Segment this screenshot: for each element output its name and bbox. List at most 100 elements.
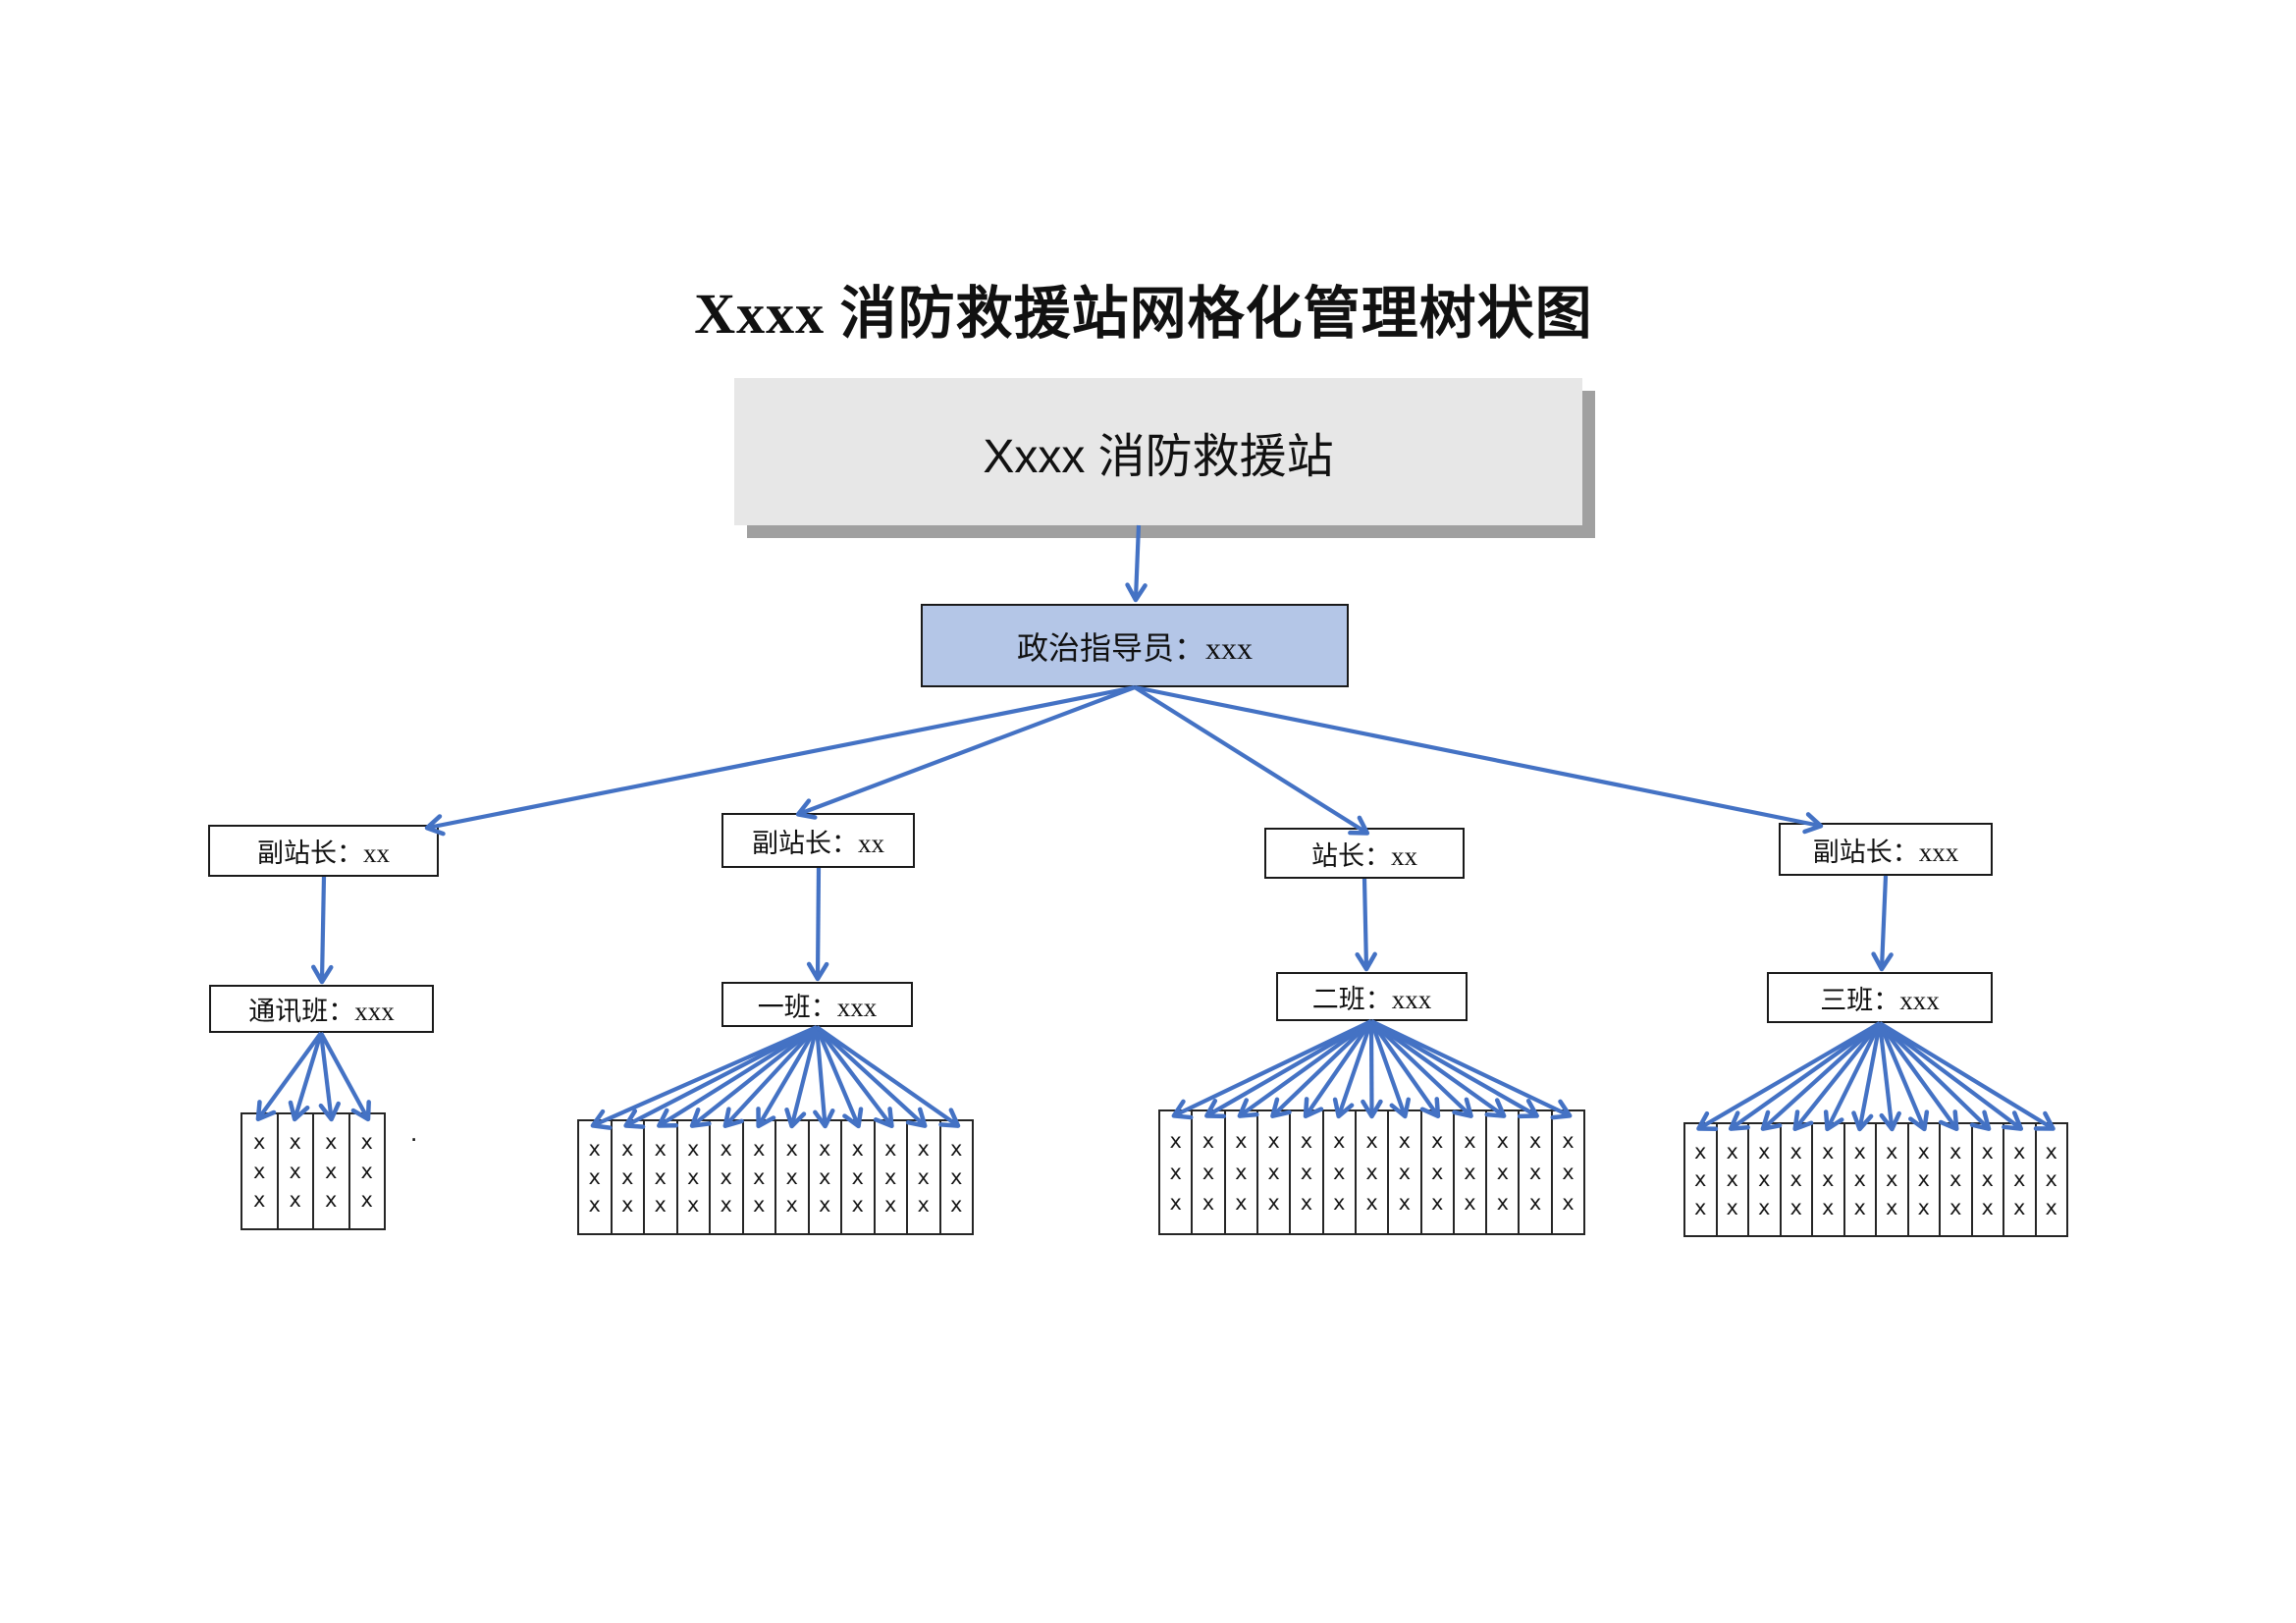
member-mark: x [1726,1139,1739,1163]
member-mark: x [818,1136,831,1161]
connector-arrow [1369,1019,1539,1119]
member-mark: x [2012,1167,2026,1191]
connector-arrow [1369,1020,1412,1119]
connector-arrow [689,1025,819,1128]
connector-arrow [795,685,1136,820]
member-mark: x [1693,1167,1707,1191]
connector-arrow [1204,1019,1373,1119]
member-mark: x [686,1193,700,1217]
connector-arrow [288,1032,324,1122]
connector-arrow [815,1025,928,1128]
member-mark: x [588,1136,602,1161]
member-mark: x [1821,1139,1835,1163]
member-mark: x [752,1164,766,1189]
node-squad-2: 二班：xxx [1276,972,1468,1021]
member-mark: x [1300,1190,1313,1215]
member-mark: x [2045,1139,2058,1163]
member-mark: x [252,1187,266,1212]
member-mark: x [1528,1160,1542,1184]
member-mark: x [1234,1129,1248,1154]
node-deputy-chief-3: 副站长：xxx [1779,823,1993,876]
member-mark: x [360,1187,374,1212]
member-mark: x [1949,1167,1962,1191]
member-mark: x [917,1193,931,1217]
connector-arrow [1361,1020,1383,1119]
connector-arrow [255,1031,323,1122]
node-squad-2-label: 二班：xxx [1311,984,1432,1014]
member-mark: x [2045,1195,2058,1219]
diagram-title: Xxxx 消防救援站网格化管理树状图 [694,282,1593,346]
connector-arrow [1878,1021,1992,1131]
member-mark: x [1562,1160,1575,1184]
member-mark: x [1789,1195,1803,1219]
member-mark: x [1365,1129,1378,1154]
member-mark: x [1464,1160,1476,1184]
member-mark: x [324,1187,338,1212]
node-comms-squad: 通讯班：xxx [209,985,434,1033]
connector-arrow [657,1025,819,1128]
node-comms-squad-label: 通讯班：xxx [248,997,395,1026]
member-mark: x [1267,1129,1280,1154]
connector-arrow [722,1025,819,1128]
member-mark: x [1201,1160,1215,1184]
connector-arrow [815,1025,961,1128]
member-mark: x [588,1164,602,1189]
member-mark: x [1169,1129,1182,1154]
connector-arrow [311,876,334,985]
member-mark: x [851,1136,865,1161]
connector-arrow [1878,1021,2056,1131]
member-mark: x [1853,1195,1867,1219]
node-deputy-chief-3-label: 副站长：xxx [1812,837,1959,867]
member-mark: x [654,1164,667,1189]
member-mark: x [1853,1167,1867,1191]
member-mark: x [289,1130,302,1155]
connector-arrow [1696,1021,1882,1131]
connector-arrow [756,1025,819,1129]
stray-dot: . [410,1117,418,1147]
connector-arrow [590,1025,818,1130]
member-mark: x [1496,1129,1510,1154]
connector-arrow [1369,1019,1441,1119]
member-mark: x [1496,1190,1510,1215]
connector-arrow [1303,1019,1373,1119]
member-mark: x [1201,1129,1215,1154]
member-mark: x [1757,1139,1771,1163]
member-mark: x [1398,1160,1412,1184]
member-mark: x [1234,1160,1248,1184]
member-mark: x [1726,1167,1739,1191]
member-mark: x [752,1193,766,1217]
connector-arrow [1171,1019,1372,1120]
member-mark: x [1562,1190,1575,1215]
member-mark: x [1885,1195,1898,1219]
member-mark: x [1693,1139,1707,1163]
member-mark: x [883,1136,897,1161]
connector-arrow [1369,1019,1473,1118]
member-mark: x [917,1164,931,1189]
member-mark: x [1430,1129,1444,1154]
member-mark: x [720,1193,733,1217]
member-mark: x [1562,1129,1575,1154]
member-mark: x [1917,1139,1931,1163]
member-mark: x [785,1136,799,1161]
connector-arrow [1877,1022,1901,1132]
member-mark: x [1169,1160,1182,1184]
